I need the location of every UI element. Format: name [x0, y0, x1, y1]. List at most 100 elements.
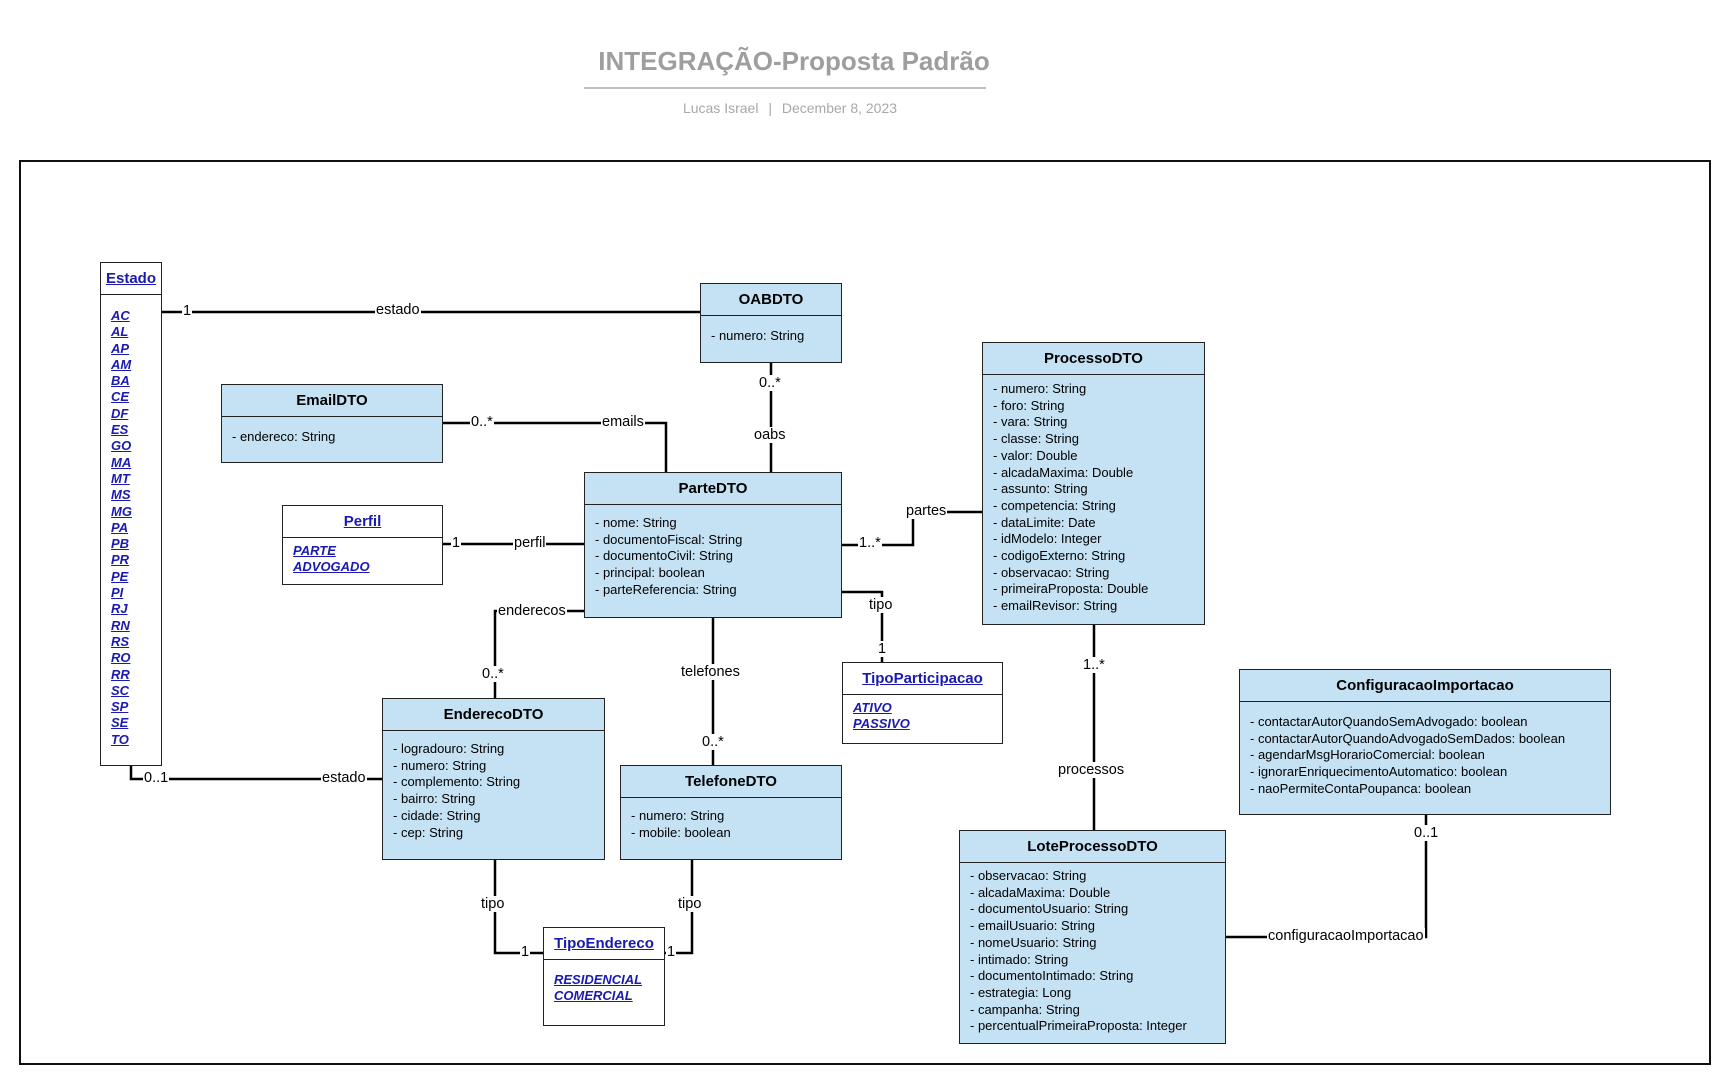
- mult-parte-telefone: 0..*: [701, 734, 725, 750]
- class-attribute: - campanha: String: [970, 1001, 1080, 1017]
- class-enderecodto[interactable]: EnderecoDTO - logradouro: String - numer…: [382, 698, 605, 860]
- class-attribute: - complemento: String: [393, 774, 521, 790]
- class-attribute: - naoPermiteContaPoupanca: boolean: [1250, 780, 1472, 796]
- class-name: TelefoneDTO: [621, 766, 841, 798]
- class-attribute: - alcadaMaxima: Double: [993, 464, 1134, 480]
- mult-lote-processo: 1..*: [1082, 657, 1106, 673]
- mult-parte-tipo: 1: [877, 641, 888, 657]
- class-attribute: - dataLimite: Date: [993, 514, 1096, 530]
- role-parte-perfil: perfil: [513, 535, 547, 551]
- enum-literal: BA: [111, 373, 130, 389]
- class-attribute: - contactarAutorQuandoSemAdvogado: boole…: [1250, 714, 1528, 729]
- enum-literal: DF: [111, 405, 129, 421]
- class-name: ProcessoDTO: [983, 343, 1204, 375]
- class-processodto[interactable]: ProcessoDTO - numero: String - foro: Str…: [982, 342, 1205, 625]
- page-subtitle: Lucas Israel | December 8, 2023: [560, 100, 1020, 116]
- mult-parte-perfil: 1: [451, 535, 462, 551]
- class-emaildto[interactable]: EmailDTO - endereco: String: [221, 384, 443, 463]
- class-name: EnderecoDTO: [383, 699, 604, 731]
- mult-parte-oab: 0..*: [758, 375, 782, 391]
- role-processo-parte: partes: [905, 503, 948, 519]
- class-attribute: - primeiraProposta: Double: [993, 581, 1149, 597]
- class-attribute: - numero: String: [711, 328, 805, 343]
- class-attribute: - nome: String: [595, 515, 677, 530]
- mult-parte-endereco: 0..*: [481, 666, 505, 682]
- class-attribute: - emailRevisor: String: [993, 598, 1118, 614]
- line-parte-tipoparticipacao: [842, 590, 884, 662]
- class-attribute: - estrategia: Long: [970, 984, 1072, 1000]
- class-oabdto[interactable]: OABDTO - numero: String: [700, 283, 842, 363]
- class-loteprocessodto[interactable]: LoteProcessoDTO - observacao: String - a…: [959, 830, 1226, 1044]
- enum-literal: MA: [111, 454, 132, 470]
- mult-oab-estado: 1: [182, 303, 193, 319]
- title-underline: [584, 87, 986, 89]
- role-parte-email: emails: [601, 414, 645, 430]
- mult-processo-parte: 1..*: [858, 535, 882, 551]
- enum-literal: COMERCIAL: [554, 988, 633, 1004]
- enum-literal: ES: [111, 422, 129, 438]
- class-attribute: - codigoExterno: String: [993, 548, 1126, 564]
- enum-literal: SC: [111, 682, 130, 698]
- enum-literal: PARTE: [293, 543, 336, 558]
- line-parte-endereco: [493, 609, 584, 698]
- role-parte-telefone: telefones: [680, 664, 741, 680]
- class-attribute: - alcadaMaxima: Double: [970, 884, 1111, 900]
- enum-literal: GO: [111, 438, 132, 454]
- page-title: INTEGRAÇÃO-Proposta Padrão: [598, 46, 990, 76]
- class-attribute: - numero: String: [393, 757, 487, 773]
- class-configuracaoimportacao[interactable]: ConfiguracaoImportacao - contactarAutorQ…: [1239, 669, 1611, 815]
- mult-telefone-tipo: 1: [666, 944, 677, 960]
- class-attribute: - bairro: String: [393, 791, 476, 807]
- mult-lote-config: 0..1: [1413, 825, 1440, 841]
- enum-literal: TO: [111, 731, 129, 747]
- class-name: ConfiguracaoImportacao: [1240, 670, 1610, 702]
- class-attribute: - vara: String: [993, 414, 1068, 430]
- enum-tipo-participacao[interactable]: TipoParticipacao ATIVO PASSIVO: [842, 662, 1003, 744]
- line-parte-email: [443, 421, 668, 472]
- enum-tipo-participacao-name: TipoParticipacao: [843, 663, 1002, 695]
- class-attribute: - cep: String: [393, 824, 464, 840]
- class-attribute: - observacao: String: [993, 564, 1110, 580]
- enum-literal: AM: [111, 356, 132, 372]
- class-attribute: - documentoCivil: String: [595, 548, 733, 564]
- enum-literal: RESIDENCIAL: [554, 972, 643, 987]
- class-partedto[interactable]: ParteDTO - nome: String - documentoFisca…: [584, 472, 842, 618]
- separator: |: [768, 100, 772, 116]
- enum-tipo-endereco-name: TipoEndereco: [544, 928, 664, 960]
- class-attribute: - principal: boolean: [595, 565, 705, 581]
- enum-literal: PA: [111, 519, 129, 535]
- class-attribute: - parteReferencia: String: [595, 581, 737, 597]
- role-lote-config: configuracaoImportacao: [1267, 928, 1425, 944]
- role-lote-processo: processos: [1057, 762, 1126, 778]
- class-attribute: - logradouro: String: [393, 741, 505, 756]
- enum-literal: RS: [111, 633, 130, 649]
- class-attribute: - assunto: String: [993, 481, 1088, 497]
- enum-literal: SP: [111, 699, 129, 715]
- class-attribute: - mobile: boolean: [631, 824, 731, 840]
- line-lote-config: [1226, 815, 1428, 939]
- mult-endereco-tipo: 1: [520, 944, 531, 960]
- enum-literal: PE: [111, 568, 129, 584]
- enum-literal: MG: [111, 503, 132, 519]
- class-telefonedto[interactable]: TelefoneDTO - numero: String - mobile: b…: [620, 765, 842, 860]
- enum-perfil[interactable]: Perfil PARTE ADVOGADO: [282, 505, 443, 585]
- class-attribute: - documentoIntimado: String: [970, 968, 1134, 984]
- class-attribute: - observacao: String: [970, 868, 1087, 883]
- line-endereco-estado: [129, 766, 382, 781]
- class-attribute: - ignorarEnriquecimentoAutomatico: boole…: [1250, 764, 1508, 780]
- class-attribute: - emailUsuario: String: [970, 918, 1095, 934]
- class-attribute: - valor: Double: [993, 447, 1078, 463]
- role-parte-oab: oabs: [753, 427, 787, 443]
- role-parte-endereco: enderecos: [497, 603, 567, 619]
- enum-literal: ATIVO: [853, 700, 892, 715]
- enum-literal: AP: [111, 340, 130, 356]
- enum-tipo-endereco[interactable]: TipoEndereco RESIDENCIAL COMERCIAL: [543, 927, 665, 1026]
- class-attribute: - competencia: String: [993, 497, 1116, 513]
- enum-literal: RR: [111, 666, 130, 682]
- class-attribute: - documentoFiscal: String: [595, 531, 743, 547]
- enum-estado[interactable]: Estado AC AL AP AM BA CE DF ES GO MA MT …: [100, 262, 162, 766]
- enum-literal: PR: [111, 552, 130, 568]
- class-attribute: - idModelo: Integer: [993, 531, 1102, 547]
- class-attribute: - agendarMsgHorarioComercial: boolean: [1250, 747, 1485, 763]
- class-attribute: - cidade: String: [393, 807, 481, 823]
